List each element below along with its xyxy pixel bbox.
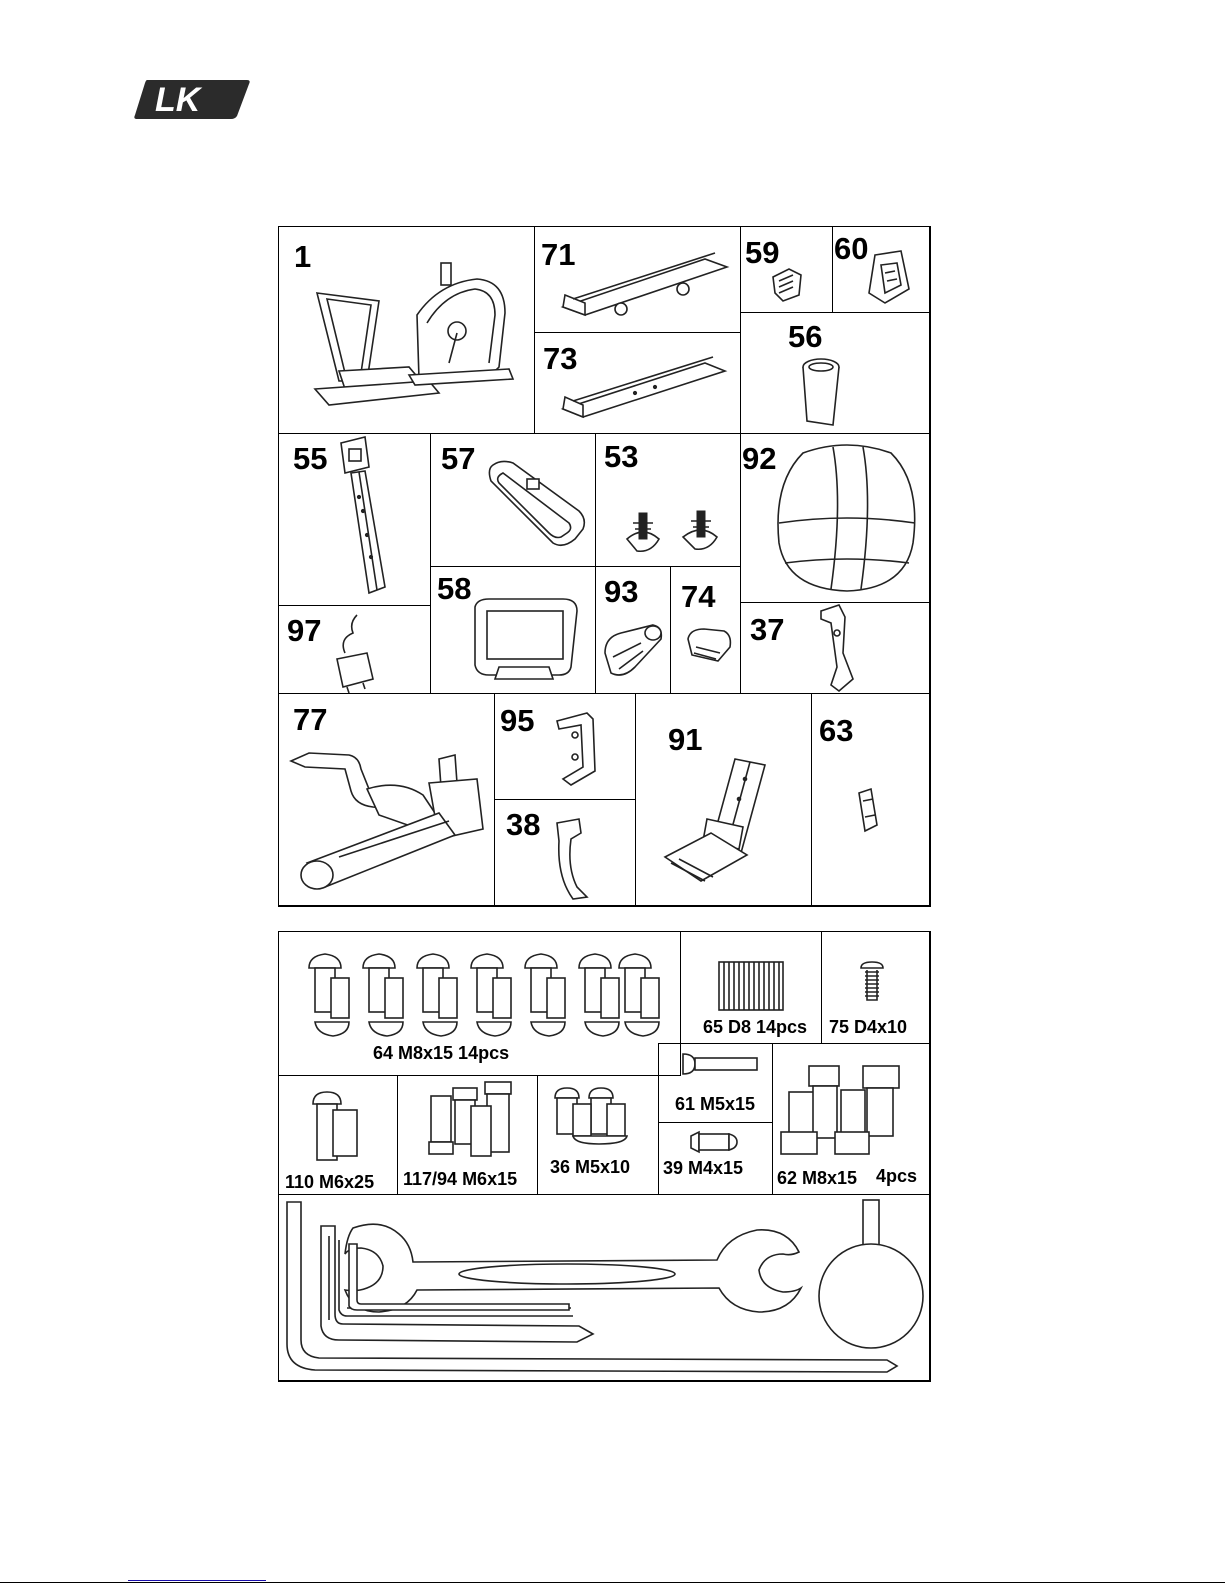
front-stabilizer-drawing — [555, 251, 731, 321]
part-number: 55 — [293, 443, 327, 474]
parts-panel: 1 71 59 60 73 56 55 57 53 92 97 58 93 74… — [278, 226, 930, 906]
bolts-64-drawing — [305, 952, 657, 1042]
part-number: 77 — [293, 704, 327, 735]
hw-label: 75 D4x10 — [829, 1018, 907, 1036]
part-number: 74 — [681, 581, 715, 612]
washers-65-drawing — [719, 962, 783, 1010]
brand-logo: LK — [133, 78, 251, 120]
screw-75-drawing — [859, 960, 885, 1004]
bracket-95-drawing — [549, 711, 603, 789]
hw-label: 64 M8x15 14pcs — [373, 1044, 509, 1062]
part-number: 91 — [668, 724, 702, 755]
part-number: 97 — [287, 615, 321, 646]
handlebar-assembly-77-drawing — [289, 739, 489, 899]
screw-39-drawing — [689, 1130, 741, 1154]
seat-post-drawing — [337, 437, 397, 595]
cap-74-drawing — [684, 625, 734, 665]
bracket-59-drawing — [769, 267, 805, 303]
footer-link-underline — [128, 1580, 266, 1581]
part-number: 56 — [788, 321, 822, 352]
hw-label: 65 D8 14pcs — [703, 1018, 807, 1036]
hw-label: 61 M5x15 — [675, 1095, 755, 1113]
bracket-60-drawing — [865, 249, 913, 307]
part-number: 53 — [604, 441, 638, 472]
part-number: 93 — [604, 576, 638, 607]
logo-mark: LK — [133, 78, 251, 120]
part-number: 63 — [819, 715, 853, 746]
part-number: 59 — [745, 237, 779, 268]
sleeve-56-drawing — [799, 357, 843, 427]
part-number: 38 — [506, 809, 540, 840]
cover-93-drawing — [601, 623, 665, 681]
part-number: 57 — [441, 443, 475, 474]
bolts-36-drawing — [551, 1086, 631, 1146]
part-number: 60 — [834, 233, 868, 264]
logo-text: LK — [155, 81, 203, 119]
bolts-117-drawing — [427, 1082, 523, 1166]
hardware-panel: 64 M8x15 14pcs 65 D8 14pcs 75 D4x10 110 … — [278, 931, 930, 1381]
seat-slider-91-drawing — [661, 757, 777, 887]
console-58-drawing — [469, 597, 581, 681]
hw-label: 39 M4x15 — [663, 1159, 743, 1177]
part-number: 92 — [742, 443, 776, 474]
open-end-wrench — [345, 1224, 801, 1312]
plate-63-drawing — [855, 787, 881, 833]
part-number: 37 — [750, 614, 784, 645]
adapter-97-drawing — [333, 613, 377, 693]
bolts-62-drawing — [779, 1066, 903, 1164]
screw-61-drawing — [681, 1052, 761, 1076]
round-tool — [819, 1244, 923, 1348]
bolt-110-drawing — [309, 1090, 363, 1162]
hw-label: 36 M5x10 — [550, 1158, 630, 1176]
hw-label: 62 M8x15 — [777, 1169, 857, 1187]
footer-rule — [0, 1582, 1225, 1583]
part-number: 58 — [437, 573, 471, 604]
handlebar-57-drawing — [483, 459, 591, 549]
hw-label: 4pcs — [876, 1167, 917, 1185]
part-number: 95 — [500, 705, 534, 736]
bracket-38-drawing — [547, 817, 593, 901]
tools-drawing — [287, 1200, 923, 1376]
rear-stabilizer-drawing — [555, 357, 731, 423]
bike-frame-drawing — [299, 263, 519, 413]
hw-label: 117/94 M6x15 — [403, 1170, 517, 1188]
seat-92-drawing — [773, 443, 921, 593]
bracket-37-drawing — [813, 603, 867, 693]
knobs-53-drawing — [623, 503, 735, 555]
hw-label: 110 M6x25 — [285, 1173, 374, 1191]
round-tool-handle — [863, 1200, 879, 1248]
